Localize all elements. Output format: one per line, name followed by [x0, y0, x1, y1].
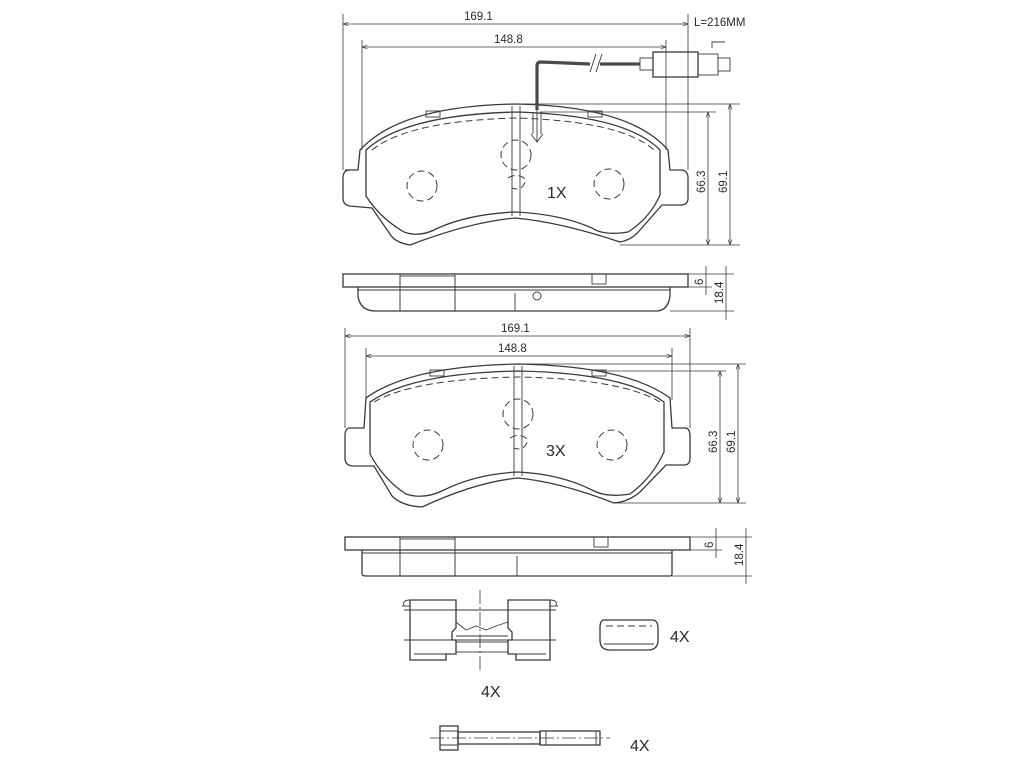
top-pad-side-friction	[357, 287, 671, 312]
top-pad-tab-right	[587, 110, 603, 118]
top-pad-height-outer: 69.1	[718, 171, 730, 193]
bottom-pad-dimensions: 169.1 148.8 66.3 69.1	[344, 323, 746, 504]
top-pad-wear-line	[371, 117, 655, 151]
top-pad-backing-plate	[342, 103, 689, 246]
top-pad-hole-left	[406, 170, 438, 202]
bottom-pad-friction-material	[369, 370, 665, 497]
wear-sensor-connector	[652, 51, 699, 78]
top-pad-side-backing	[342, 273, 689, 288]
top-pad-side-shim	[399, 275, 456, 312]
bottom-pad-side-friction	[361, 550, 673, 577]
top-pad-width-outer: 169.1	[464, 11, 493, 23]
top-pad-side-view: 6 18.4	[342, 266, 734, 320]
top-pad-front-view: 1X	[342, 41, 731, 246]
wire-length-label: L=216MM	[694, 17, 745, 29]
bottom-pad-side-view: 6 18.4	[344, 528, 752, 584]
top-pad-tab-left	[425, 110, 441, 118]
spring-quantity: 4X	[670, 629, 690, 646]
wear-sensor-wire	[530, 41, 731, 143]
bottom-pad-width-friction: 148.8	[498, 343, 527, 355]
bottom-pad-hole-center	[502, 398, 534, 430]
bottom-pad-tab-right	[591, 369, 607, 377]
bottom-pad-backing-plate	[344, 363, 691, 508]
top-pad-hole-center	[500, 139, 532, 171]
bottom-pad-quantity: 3X	[546, 443, 566, 460]
bottom-pad-side-shim	[399, 538, 456, 577]
top-pad-dimensions: 169.1 L=216MM 148.8 66.3 69.1	[342, 11, 745, 246]
top-pad-width-friction: 148.8	[494, 34, 523, 46]
bottom-pad-height-friction: 66.3	[708, 431, 720, 453]
top-pad-friction-material	[365, 111, 661, 235]
bottom-pad-width-outer: 169.1	[501, 323, 530, 335]
top-pad-side-backing-dim: 6	[694, 279, 706, 285]
bottom-pad-side-backing	[344, 536, 691, 551]
wear-spring: 4X	[599, 619, 690, 651]
guide-bolt: 4X	[430, 725, 650, 755]
top-pad-height-friction: 66.3	[696, 171, 708, 193]
top-pad-hole-right	[593, 168, 625, 200]
bottom-pad-wear-line	[373, 376, 661, 403]
bottom-pad-front-view: 3X	[344, 363, 691, 508]
bottom-pad-height-outer: 69.1	[726, 431, 738, 453]
clip-quantity: 4X	[481, 684, 501, 701]
bottom-pad-side-total-dim: 18.4	[734, 543, 746, 566]
anti-rattle-clip: 4X	[402, 590, 558, 701]
bolt-quantity: 4X	[630, 738, 650, 755]
bottom-pad-side-backing-dim: 6	[704, 542, 716, 548]
top-pad-side-total-dim: 18.4	[714, 281, 726, 304]
bottom-pad-tab-left	[429, 369, 445, 377]
bottom-pad-hole-left	[412, 429, 444, 461]
top-pad-quantity: 1X	[547, 185, 567, 202]
bottom-pad-hole-right	[596, 429, 628, 461]
